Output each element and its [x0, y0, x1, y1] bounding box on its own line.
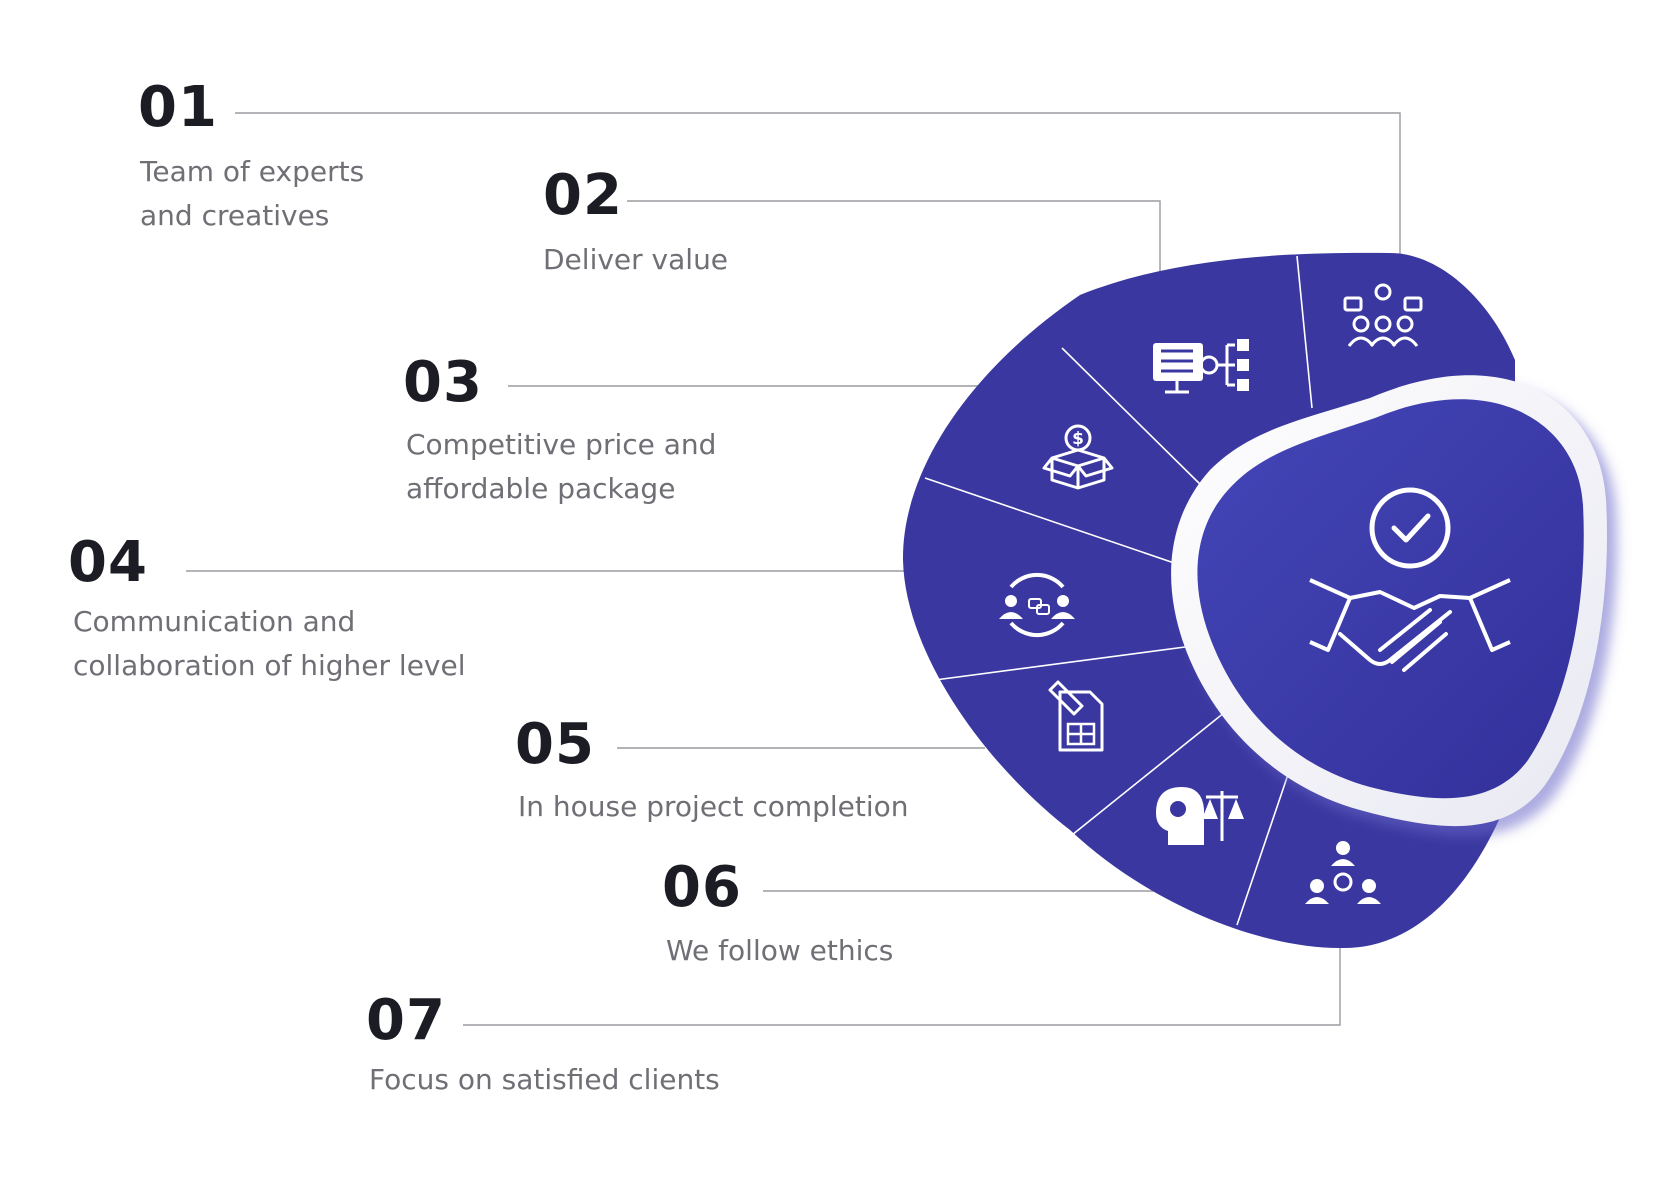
step-description-line: and creatives — [140, 199, 330, 232]
step-number-07: 07 — [366, 988, 446, 1053]
step-number-05: 05 — [515, 712, 595, 777]
step-description-line: affordable package — [406, 472, 676, 505]
step-number-06: 06 — [662, 855, 742, 920]
communication-cycle-icon — [999, 572, 1075, 638]
connector-line-07 — [463, 945, 1341, 1026]
step-description-line: Deliver value — [543, 243, 729, 276]
blueprint-pencil-icon — [1048, 680, 1104, 752]
svg-text:$: $ — [1072, 429, 1084, 449]
step-number-03: 03 — [403, 350, 483, 415]
step-number-01: 01 — [138, 75, 218, 140]
monitor-checklist-icon — [1153, 339, 1249, 394]
step-description-line: In house project completion — [518, 790, 909, 823]
step-description-05: In house project completion — [518, 785, 909, 829]
handshake-check-icon — [1309, 487, 1511, 672]
ethics-scale-icon — [1156, 787, 1244, 845]
step-description-line: Communication and — [73, 605, 356, 638]
step-description-02: Deliver value — [543, 238, 728, 282]
step-description-06: We follow ethics — [666, 929, 893, 973]
segment-divider — [1061, 347, 1209, 493]
client-network-icon — [1305, 841, 1381, 904]
connector-line-01 — [235, 112, 1401, 260]
step-description-04: Communication and collaboration of higher… — [73, 600, 466, 688]
step-number-02: 02 — [543, 163, 623, 228]
connector-line-02 — [627, 200, 1161, 300]
step-description-line: Focus on satisfied clients — [369, 1063, 720, 1096]
step-description-line: Team of experts — [140, 155, 365, 188]
segment-divider — [1296, 255, 1313, 409]
step-description-03: Competitive price and affordable package — [406, 423, 716, 511]
step-description-line: collaboration of higher level — [73, 649, 466, 682]
step-description-line: Competitive price and — [406, 428, 717, 461]
step-number-04: 04 — [68, 530, 148, 595]
segment-divider — [934, 644, 1201, 681]
step-description-line: We follow ethics — [666, 934, 894, 967]
segment-divider — [1071, 699, 1241, 836]
segment-divider — [924, 477, 1184, 567]
step-description-07: Focus on satisfied clients — [369, 1058, 720, 1102]
team-ideas-icon — [1343, 283, 1423, 347]
dollar-box-icon: $ — [1042, 424, 1114, 490]
step-description-01: Team of experts and creatives — [140, 150, 364, 238]
